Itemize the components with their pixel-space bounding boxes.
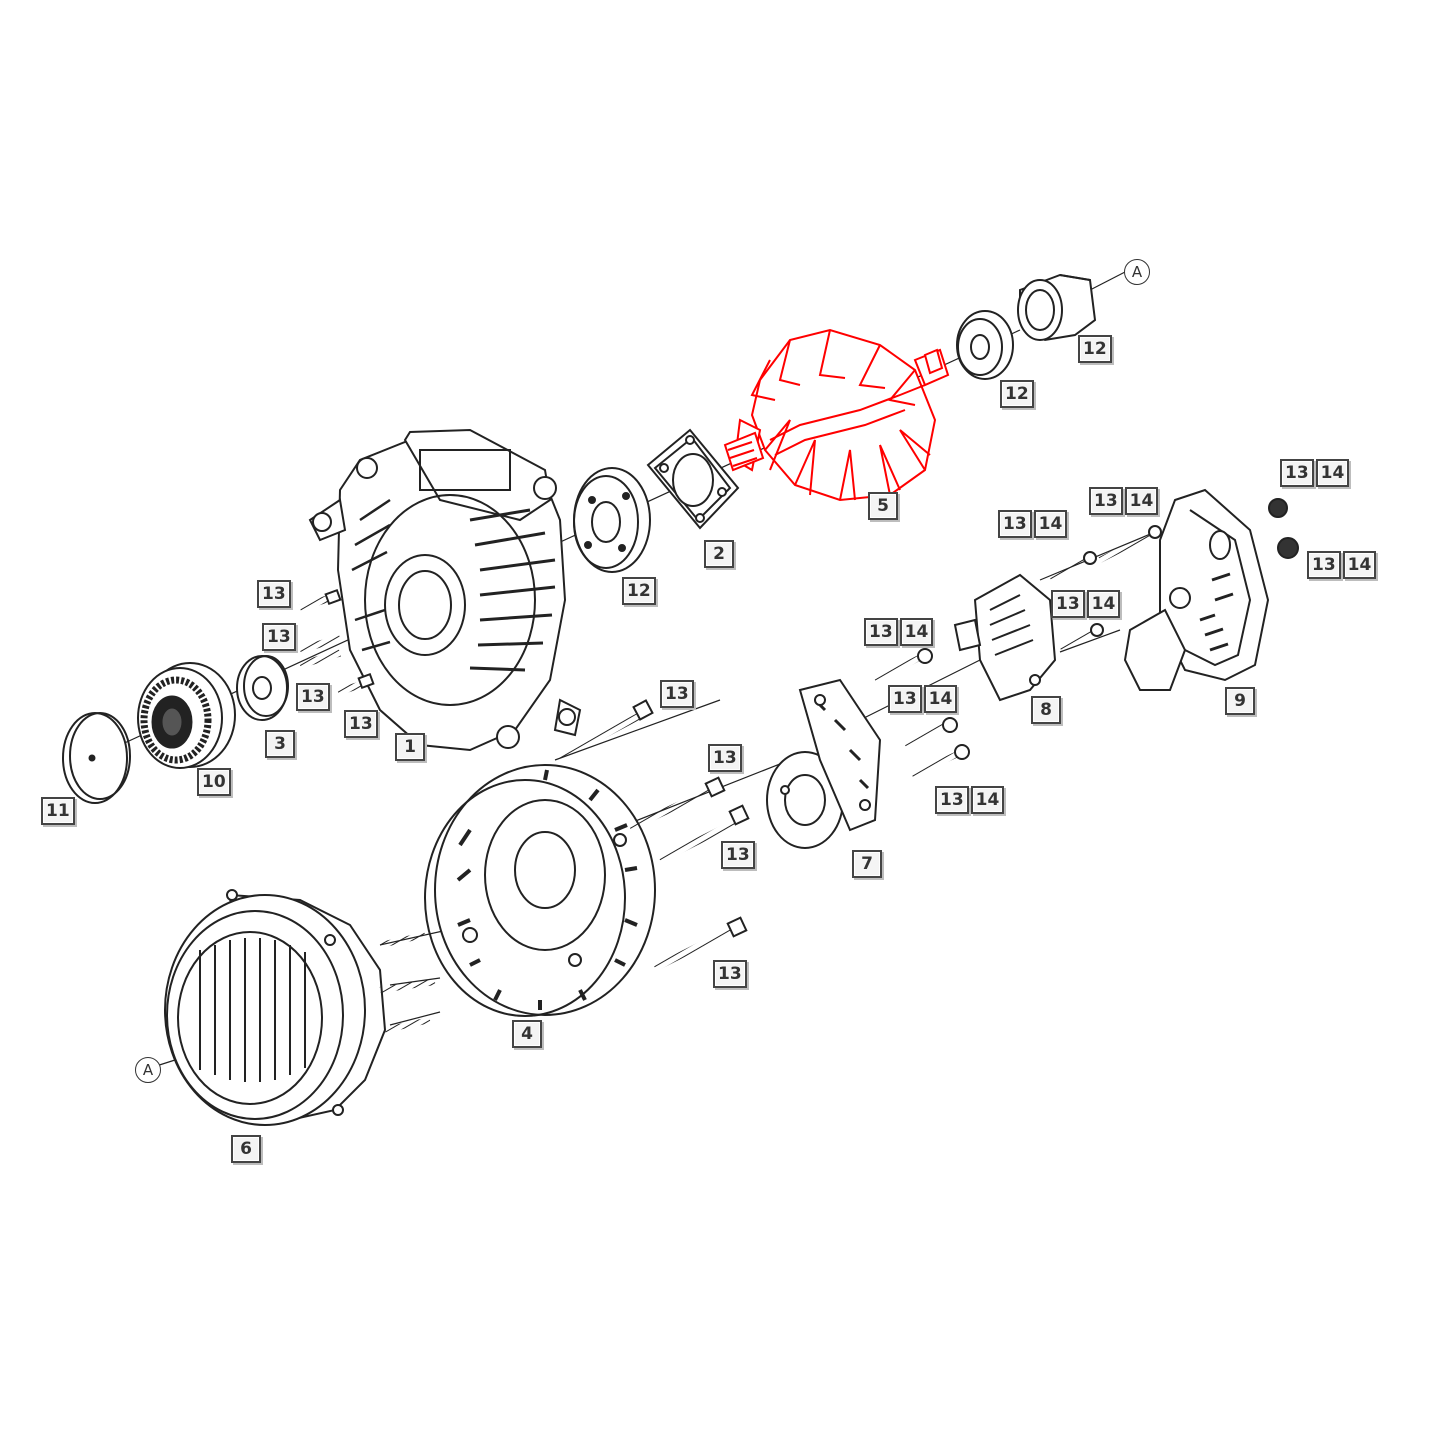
label-screw[interactable]: 13 [864, 618, 898, 646]
callout-part-11[interactable]: 11 [41, 797, 75, 825]
label-rectifier[interactable]: 7 [852, 850, 882, 878]
callout-part-13-c[interactable]: 13 [296, 683, 330, 711]
label-washer[interactable]: 14 [923, 685, 958, 713]
callout-part-13-d[interactable]: 13 [344, 710, 378, 738]
label-regulator[interactable]: 8 [1031, 696, 1061, 724]
label-washer[interactable]: 14 [899, 618, 934, 646]
label-bearing[interactable]: 12 [622, 577, 656, 605]
rectifier-part [766, 678, 882, 849]
housing-screws [298, 588, 375, 696]
bearing-sleeve-part [1017, 273, 1097, 342]
callout-part-13-b[interactable]: 13 [262, 623, 296, 651]
label-screw[interactable]: 13 [935, 786, 969, 814]
callout-part-13-14-b[interactable]: 13 14 [1089, 487, 1159, 515]
callout-part-12-rear[interactable]: 12 [1000, 380, 1034, 408]
label-screw[interactable]: 13 [344, 710, 378, 738]
label-washer[interactable]: 14 [1124, 487, 1159, 515]
rotor-part-highlighted [723, 328, 950, 502]
callout-part-13-g[interactable]: 13 [721, 841, 755, 869]
label-screw[interactable]: 13 [713, 960, 747, 988]
label-stator[interactable]: 6 [231, 1135, 261, 1163]
label-screw[interactable]: 13 [708, 744, 742, 772]
label-bearing[interactable]: 12 [1078, 335, 1112, 363]
rear-bearing-part [956, 310, 1014, 380]
callout-part-13-14-c[interactable]: 13 14 [998, 510, 1068, 538]
rectifier-screws [873, 648, 970, 778]
label-screw[interactable]: 13 [721, 841, 755, 869]
callout-part-13-f[interactable]: 13 [708, 744, 742, 772]
callout-part-6[interactable]: 6 [231, 1135, 261, 1163]
callout-part-2[interactable]: 2 [704, 540, 734, 568]
callout-part-13-14-d[interactable]: 13 14 [1307, 551, 1377, 579]
callout-part-13-14-e[interactable]: 13 14 [1051, 590, 1121, 618]
seal-plate-part [646, 428, 740, 530]
label-screw[interactable]: 13 [1051, 590, 1085, 618]
label-screw[interactable]: 13 [1089, 487, 1123, 515]
callout-part-5[interactable]: 5 [868, 492, 898, 520]
label-pulley-cap[interactable]: 11 [41, 797, 75, 825]
front-bearing-part [573, 467, 651, 573]
label-housing-front[interactable]: 1 [395, 733, 425, 761]
callout-part-13-14-g[interactable]: 13 14 [888, 685, 958, 713]
label-washer[interactable]: 14 [1086, 590, 1121, 618]
spacer-part [236, 655, 289, 721]
callout-part-13-e[interactable]: 13 [660, 680, 694, 708]
callout-part-7[interactable]: 7 [852, 850, 882, 878]
callout-part-4[interactable]: 4 [512, 1020, 542, 1048]
callout-part-13-14-a[interactable]: 13 14 [1280, 459, 1350, 487]
rear-cover-part [1123, 488, 1299, 691]
label-washer[interactable]: 14 [1033, 510, 1068, 538]
label-screw[interactable]: 13 [1280, 459, 1314, 487]
label-rear-cover[interactable]: 9 [1225, 687, 1255, 715]
reference-mark-a-bottom: A [135, 1057, 161, 1083]
label-screw[interactable]: 13 [660, 680, 694, 708]
long-bolts [558, 699, 750, 972]
label-screw[interactable]: 13 [888, 685, 922, 713]
label-screw[interactable]: 13 [296, 683, 330, 711]
callout-part-9[interactable]: 9 [1225, 687, 1255, 715]
label-screw[interactable]: 13 [1307, 551, 1341, 579]
callout-part-13-a[interactable]: 13 [257, 580, 291, 608]
label-screw[interactable]: 13 [257, 580, 291, 608]
stator-part [164, 889, 436, 1126]
label-washer[interactable]: 14 [1342, 551, 1377, 579]
label-stator-frame[interactable]: 4 [512, 1020, 542, 1048]
callout-part-3[interactable]: 3 [265, 730, 295, 758]
pulley-cap-part [62, 712, 131, 804]
front-housing-part [308, 428, 582, 752]
label-pulley[interactable]: 10 [197, 768, 231, 796]
stator-frame-part [424, 764, 656, 1017]
callout-part-1[interactable]: 1 [395, 733, 425, 761]
label-washer[interactable]: 14 [970, 786, 1005, 814]
pulley-part [137, 662, 236, 769]
label-spacer[interactable]: 3 [265, 730, 295, 758]
regulator-screws [1048, 525, 1162, 651]
label-seal[interactable]: 2 [704, 540, 734, 568]
label-screw[interactable]: 13 [262, 623, 296, 651]
callout-part-12-front[interactable]: 12 [622, 577, 656, 605]
label-screw[interactable]: 13 [998, 510, 1032, 538]
label-rotor[interactable]: 5 [868, 492, 898, 520]
callout-part-13-14-h[interactable]: 13 14 [935, 786, 1005, 814]
callout-part-13-14-f[interactable]: 13 14 [864, 618, 934, 646]
callout-part-12-sleeve[interactable]: 12 [1078, 335, 1112, 363]
callout-part-8[interactable]: 8 [1031, 696, 1061, 724]
regulator-part [953, 573, 1057, 702]
reference-mark-a-top: A [1124, 259, 1150, 285]
label-washer[interactable]: 14 [1315, 459, 1350, 487]
callout-part-13-h[interactable]: 13 [713, 960, 747, 988]
callout-part-10[interactable]: 10 [197, 768, 231, 796]
label-bearing[interactable]: 12 [1000, 380, 1034, 408]
